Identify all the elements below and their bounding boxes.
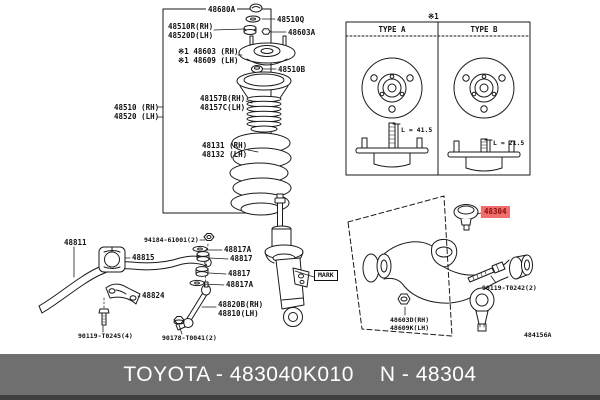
drawing-number: 484156A <box>524 331 552 339</box>
part-label-48811[interactable]: 48811 <box>64 238 87 247</box>
part-label-90119-t0242[interactable]: 90119-T0242(2) <box>482 284 537 292</box>
part-label-48817a-2[interactable]: 48817A <box>226 280 254 289</box>
part-label-94184-61001[interactable]: 94184-61001(2) <box>144 236 199 244</box>
part-label-line: 48810(LH) <box>218 309 259 318</box>
part-label-line: 48609K(LH) <box>390 324 430 332</box>
part-label-line: ※1 48603 (RH) <box>178 47 239 56</box>
labels-layer: 48680A 48510Q 48510R(RH) 48520D(LH) 4860… <box>64 5 552 342</box>
part-label-48603a[interactable]: 48603A <box>288 28 316 37</box>
highlighted-part-label-48304[interactable]: 48304 <box>481 206 510 218</box>
ball-joint-cap-drawing <box>453 204 479 231</box>
part-label-48510b[interactable]: 48510B <box>278 65 306 74</box>
dim-label-type-b: L = 21.5 <box>493 139 525 147</box>
part-label-line: 48603D(RH) <box>390 316 430 324</box>
part-label-48817-1[interactable]: 48817 <box>230 254 253 263</box>
mark-tag: MARK <box>314 270 338 281</box>
part-label-48817-2[interactable]: 48817 <box>228 269 251 278</box>
part-label-48510r[interactable]: 48510R(RH) 48520D(LH) <box>168 22 213 40</box>
part-label-line: 48820B(RH) <box>218 300 264 309</box>
part-label-48817a-1[interactable]: 48817A <box>224 245 252 254</box>
dashed-assembly-boundary <box>347 195 453 337</box>
part-label-line: 48131 (RH) <box>202 141 248 150</box>
part-label-90119-t0245[interactable]: 90119-T0245(4) <box>78 332 133 340</box>
banner-part-code: N - 48304 <box>379 362 477 386</box>
part-label-48680a[interactable]: 48680A <box>206 5 238 14</box>
part-label-line: 48510R(RH) <box>168 22 214 31</box>
part-label-line: 48520 (LH) <box>114 112 160 121</box>
part-label-line: 48157B(RH) <box>200 94 246 103</box>
table-header-type-b: TYPE B <box>470 25 498 34</box>
shock-absorber-drawing <box>264 193 310 327</box>
part-label-48157b[interactable]: 48157B(RH) 48157C(LH) <box>200 94 245 112</box>
part-label-48824[interactable]: 48824 <box>142 291 165 300</box>
stabilizer-bar-drawing <box>38 233 215 331</box>
control-arm-drawing <box>362 238 533 332</box>
part-label-90178-t0041[interactable]: 90178-T0041(2) <box>162 334 217 342</box>
part-label-48131[interactable]: 48131 (RH) 48132 (LH) <box>202 141 247 159</box>
part-label-48510q[interactable]: 48510Q <box>277 15 305 24</box>
diagram-artwork <box>38 3 533 337</box>
part-label-line: 48157C(LH) <box>200 103 246 112</box>
part-label-line: ※1 48609 (LH) <box>178 56 239 65</box>
strut-assembly-drawing <box>236 3 296 133</box>
part-label-48510[interactable]: 48510 (RH) 48520 (LH) <box>114 103 159 121</box>
dim-label-type-a: L = 41.5 <box>401 126 433 134</box>
part-label-line: 48510 (RH) <box>114 103 160 112</box>
leader-lines <box>73 8 497 335</box>
part-label-48815[interactable]: 48815 <box>132 253 155 262</box>
coil-spring-drawing <box>229 132 292 216</box>
part-label-48603[interactable]: ※1 48603 (RH) ※1 48609 (LH) <box>178 47 238 65</box>
banner-catalog-code: TOYOTA - 483040K010 <box>123 362 354 386</box>
table-header-type-a: TYPE A <box>378 25 406 34</box>
part-label-48820b[interactable]: 48820B(RH) 48810(LH) <box>218 300 263 318</box>
footer-banner: TOYOTA - 483040K010 N - 48304 <box>0 354 600 400</box>
part-label-48603d[interactable]: 48603D(RH) 48609K(LH) <box>390 316 429 332</box>
mount-table-drawing <box>345 21 531 176</box>
part-label-line: 48132 (LH) <box>202 150 248 159</box>
table-ref-mark: ※1 <box>428 12 439 21</box>
part-label-line: 48520D(LH) <box>168 31 214 40</box>
